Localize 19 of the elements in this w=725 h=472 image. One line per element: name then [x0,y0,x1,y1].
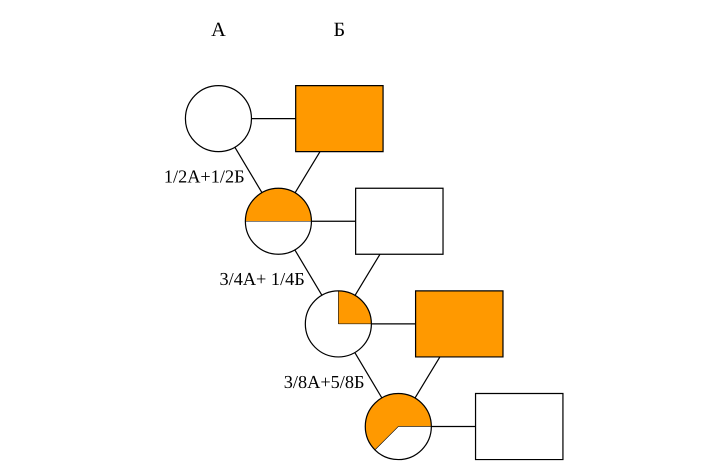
node-box [354,188,444,255]
connector [251,118,295,120]
node-label: 1/2А+1/2Б [163,166,244,187]
node-box [474,392,564,460]
node-circle [184,85,252,152]
connector [294,151,320,193]
connector [430,426,475,428]
connector [414,356,440,398]
connector [354,352,382,398]
connector [234,147,262,193]
label: Б [333,18,345,41]
node-label: 3/8А+5/8Б [283,372,364,392]
connector [310,220,355,222]
node-box [414,290,504,358]
connector [370,323,415,324]
node-label: 3/4А+ 1/4Б [218,269,304,290]
node-box [294,85,384,152]
connector [294,250,322,296]
label: А [210,18,226,41]
